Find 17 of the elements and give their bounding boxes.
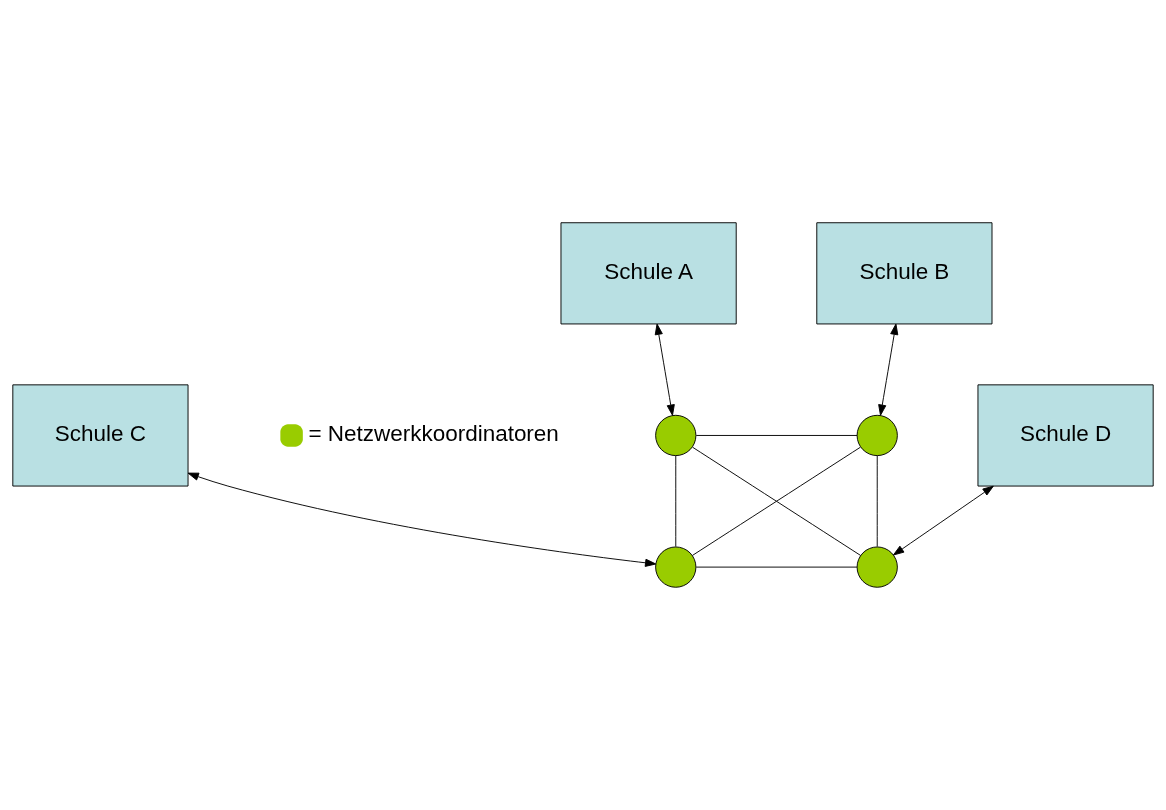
node-circle (655, 414, 697, 457)
connector (876, 455, 878, 548)
arrow (878, 323, 899, 416)
node-circle (856, 414, 898, 457)
node-box: Schule B (816, 222, 993, 325)
arrow (654, 323, 675, 416)
arrow (187, 472, 657, 567)
node-box: Schule A (560, 222, 737, 325)
connector (675, 455, 677, 548)
connector (695, 566, 858, 568)
node-box: Schule D (977, 384, 1154, 487)
node-circle (655, 546, 697, 588)
arrow (893, 485, 994, 556)
connector (695, 434, 858, 436)
node-circle (856, 546, 898, 588)
node-box: Schule C (12, 384, 189, 487)
legend-label: = Netzwerkkoordinatoren (308, 421, 559, 447)
